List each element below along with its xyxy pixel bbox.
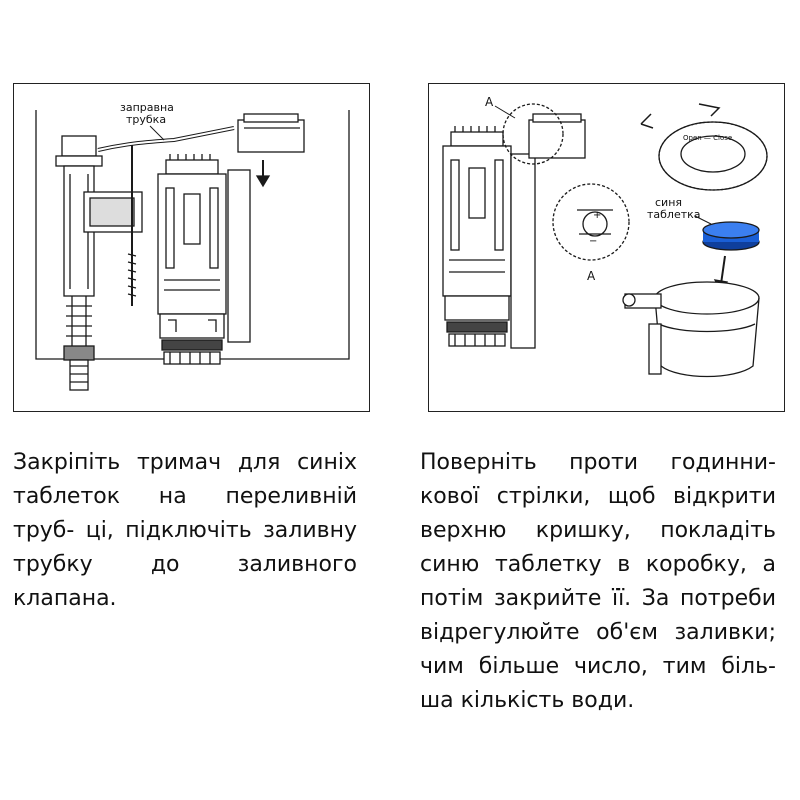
fill-valve <box>55 135 143 391</box>
left-diagram: заправна трубка <box>35 101 350 391</box>
label-a-top: A <box>485 95 494 109</box>
svg-text:−: − <box>589 236 597 247</box>
holder-cup <box>622 281 760 378</box>
lid: Open — Close <box>658 121 768 191</box>
down-arrow-icon <box>255 160 271 188</box>
fill-tube-inner <box>97 127 235 151</box>
flush-valve <box>442 126 536 349</box>
lid-text: Open — Close <box>683 134 732 142</box>
caption-left: Закріпіть тримач для синіх таблеток на п… <box>13 450 357 611</box>
label-tablet-line2: таблетка <box>647 208 701 221</box>
tablet-holder <box>502 103 586 165</box>
tablet-holder <box>237 113 305 153</box>
left-diagram-panel: заправна трубка <box>13 83 370 412</box>
rotate-arrow-icon <box>640 113 654 129</box>
blue-tablet <box>702 221 760 251</box>
caption-right: Поверніть проти годинни- кової стрілки, … <box>420 450 776 713</box>
svg-text:+: + <box>593 210 601 221</box>
flush-valve <box>157 154 227 365</box>
rotate-arrow-icon-2 <box>698 103 721 117</box>
label-tablet-line1: синя <box>655 196 682 209</box>
label-a-bottom: A <box>587 269 596 283</box>
label-fill-tube-line1: заправна <box>120 101 174 114</box>
right-diagram: A + − A Open — Close синя таблетка <box>442 95 768 378</box>
label-fill-tube-line2: трубка <box>126 113 166 126</box>
right-diagram-panel: A + − A Open — Close синя таблетка <box>428 83 785 412</box>
detail-a-circle: + − <box>552 183 630 261</box>
overflow-tube <box>227 169 251 343</box>
